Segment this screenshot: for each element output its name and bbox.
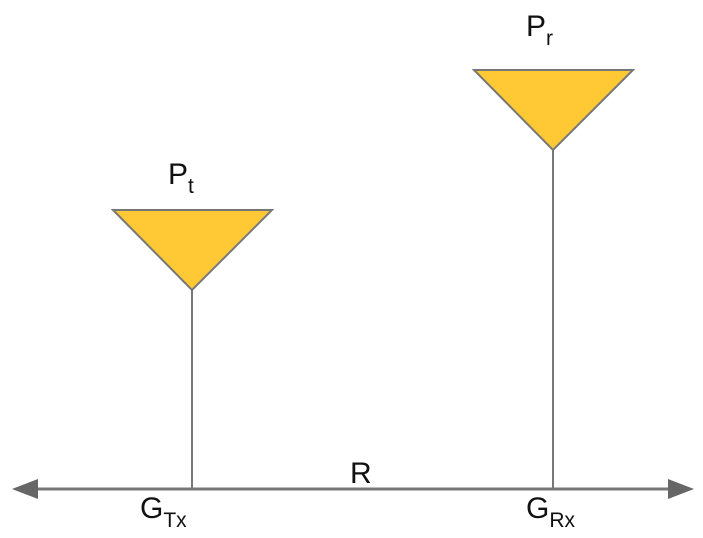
transmitter-gain-symbol: G xyxy=(140,492,164,525)
transmitter-gain-subscript: Tx xyxy=(163,509,187,532)
transmitter-gain-label: GTx xyxy=(140,492,187,532)
receiver-antenna-icon xyxy=(471,69,636,152)
left-arrowhead-icon xyxy=(12,479,38,499)
receiver-gain-label: GRx xyxy=(526,492,575,532)
transmit-power-symbol: P xyxy=(168,158,189,191)
range-label: R xyxy=(350,457,372,490)
receive-power-label: Pr xyxy=(526,10,553,50)
transmit-power-subscript: t xyxy=(188,175,194,198)
receiver-gain-subscript: Rx xyxy=(549,509,576,532)
transmitter-antenna-icon xyxy=(110,209,275,292)
receiver-gain-symbol: G xyxy=(526,492,550,525)
transmit-power-label: Pt xyxy=(168,158,194,198)
receive-power-subscript: r xyxy=(546,27,554,50)
receive-power-symbol: P xyxy=(526,10,547,43)
right-arrowhead-icon xyxy=(668,479,694,499)
